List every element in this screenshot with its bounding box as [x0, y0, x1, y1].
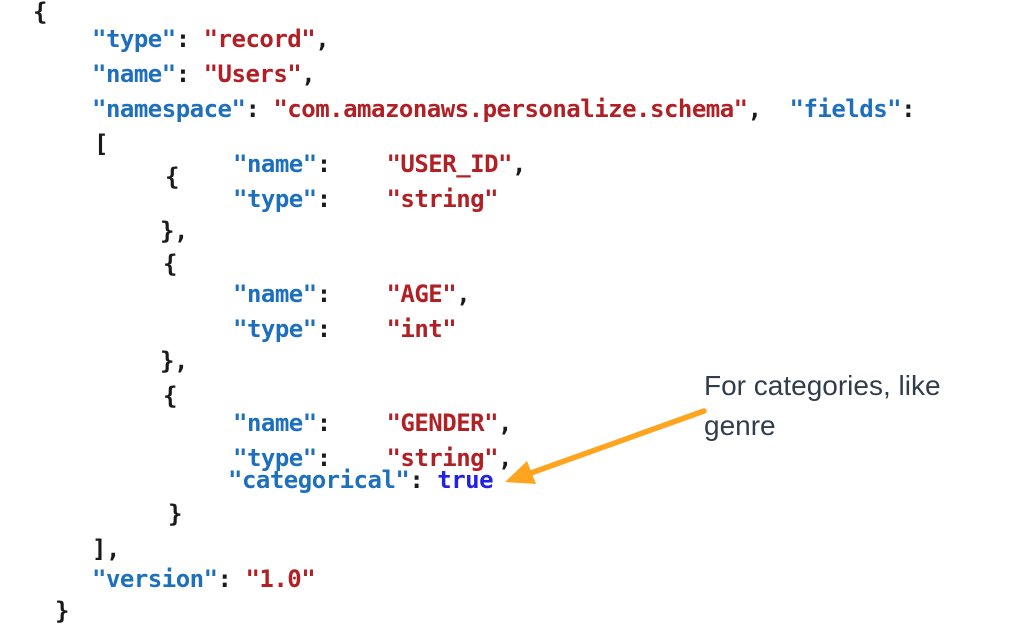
code-token-str: "AGE": [386, 280, 457, 308]
code-token-punct: ,: [498, 444, 512, 472]
code-token-punct: :: [409, 466, 438, 494]
code-line: "categorical": true: [228, 466, 494, 494]
code-line: "name": "GENDER",: [233, 411, 512, 435]
code-token-key: "fields": [789, 95, 902, 123]
code-token-str: "USER_ID": [386, 150, 512, 178]
code-token-punct: }: [168, 500, 182, 528]
code-token-punct: ,: [498, 409, 512, 437]
code-token-punct: },: [160, 217, 188, 245]
code-token-str: "string": [386, 185, 499, 213]
code-token-punct: :: [316, 280, 387, 308]
code-token-punct: :: [316, 409, 387, 437]
code-token-key: "type": [233, 444, 317, 472]
code-token-key: "namespace": [92, 95, 246, 123]
annotation-text-line1: For categories, like: [704, 370, 941, 401]
code-line: [: [94, 132, 108, 156]
code-token-punct: ,: [456, 280, 471, 308]
code-line: {: [165, 165, 179, 189]
code-token-punct: ,: [512, 150, 526, 178]
code-token-punct: }: [55, 597, 69, 625]
code-token-punct: :: [245, 95, 274, 123]
code-token-bool: true: [437, 466, 494, 494]
code-token-str: "com.amazonaws.personalize.schema": [273, 95, 748, 123]
code-token-punct: ,: [315, 25, 330, 53]
code-token-punct: :: [175, 25, 204, 53]
code-line: "version": "1.0": [92, 565, 316, 593]
code-line: ],: [92, 537, 120, 561]
code-line: },: [160, 349, 188, 373]
code-token-punct: {: [163, 250, 177, 278]
code-line: {: [163, 252, 177, 276]
code-token-key: "type": [233, 185, 317, 213]
code-token-punct: :: [316, 315, 387, 343]
code-line: "namespace": "com.amazonaws.personalize.…: [92, 95, 916, 123]
code-line: }: [168, 502, 182, 526]
code-line: "type": "int": [233, 315, 457, 343]
code-token-punct: {: [163, 382, 177, 410]
code-line: "type": "record",: [92, 25, 330, 53]
code-line: "type": "string": [233, 185, 499, 213]
code-token-punct: :: [217, 565, 246, 593]
annotation-text: For categories, like genre: [704, 366, 941, 446]
code-token-str: "record": [203, 25, 316, 53]
code-line: }: [55, 599, 69, 623]
code-line: "name": "AGE",: [233, 280, 471, 308]
code-token-punct: [: [94, 130, 108, 158]
code-line: "type": "string",: [233, 446, 512, 470]
code-line: },: [160, 219, 188, 243]
code-token-punct: :: [316, 150, 387, 178]
code-line: "name": "Users",: [92, 60, 316, 88]
code-line: {: [163, 384, 177, 408]
code-token-key: "name": [92, 60, 176, 88]
code-token-str: "GENDER": [386, 409, 499, 437]
code-token-key: "name": [233, 150, 317, 178]
code-token-punct: :: [316, 444, 387, 472]
code-token-punct: ,: [747, 95, 790, 123]
code-line: "name": "USER_ID",: [233, 152, 526, 176]
code-token-key: "name": [233, 280, 317, 308]
code-token-str: "1.0": [245, 565, 316, 593]
code-token-key: "version": [92, 565, 218, 593]
code-token-punct: {: [165, 163, 179, 191]
code-token-key: "categorical": [228, 466, 410, 494]
code-token-key: "name": [233, 409, 317, 437]
code-token-punct: :: [316, 185, 387, 213]
code-line: {: [33, 0, 47, 24]
annotation-text-line2: genre: [704, 410, 776, 441]
code-token-punct: ],: [92, 535, 120, 563]
code-token-str: "Users": [203, 60, 302, 88]
code-token-punct: :: [175, 60, 204, 88]
code-token-punct: :: [901, 95, 916, 123]
code-token-str: "int": [386, 315, 457, 343]
code-token-punct: },: [160, 347, 188, 375]
code-token-key: "type": [233, 315, 317, 343]
code-token-punct: ,: [301, 60, 316, 88]
code-token-punct: {: [33, 0, 47, 26]
code-token-str: "string": [386, 444, 499, 472]
code-token-key: "type": [92, 25, 176, 53]
